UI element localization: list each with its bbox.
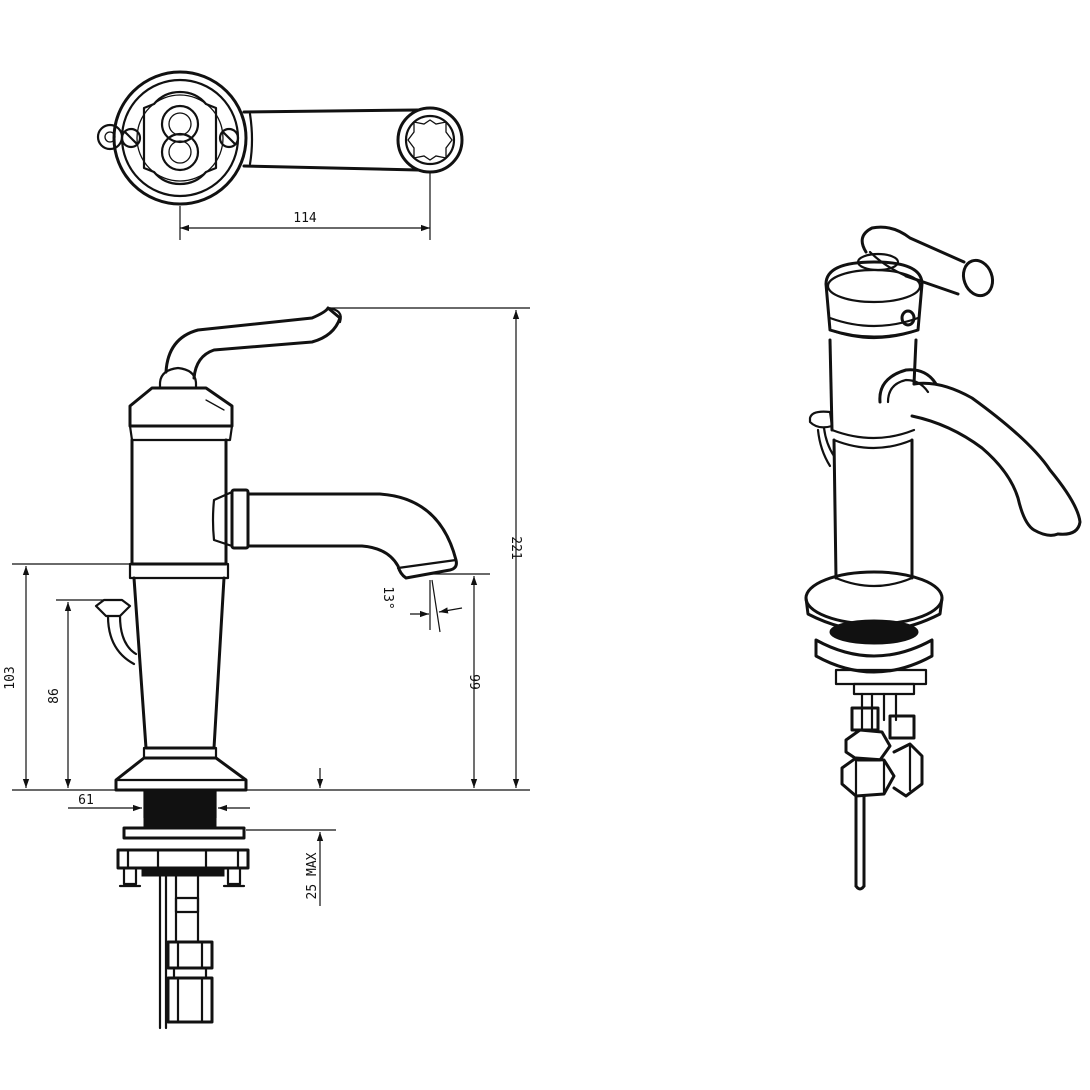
dim-label-86: 86 [47, 688, 62, 704]
dimension-base-diameter: 61 [68, 790, 250, 818]
dimension-spout-height: 99 [430, 573, 490, 788]
dim-label-angle: 13° [380, 586, 395, 609]
dim-label-221: 221 [508, 536, 523, 559]
dim-label-103: 103 [3, 666, 18, 689]
dimension-lever-height: 86 [47, 599, 104, 788]
dimension-handle-length: 114 [179, 172, 431, 240]
dimension-body-lower-height: 103 [3, 563, 132, 791]
dim-label-61: 61 [78, 793, 94, 808]
dim-label-99: 99 [466, 674, 481, 690]
top-view [96, 70, 464, 206]
isometric-view [804, 225, 1082, 891]
dimension-total-height: 221 [246, 307, 530, 791]
dim-label-114: 114 [293, 211, 317, 226]
dimension-spout-angle: 13° [380, 579, 463, 633]
side-view [94, 306, 458, 1030]
dim-label-25max: 25 MAX [305, 852, 320, 899]
dimension-deck-thickness: 25 MAX [246, 768, 336, 906]
